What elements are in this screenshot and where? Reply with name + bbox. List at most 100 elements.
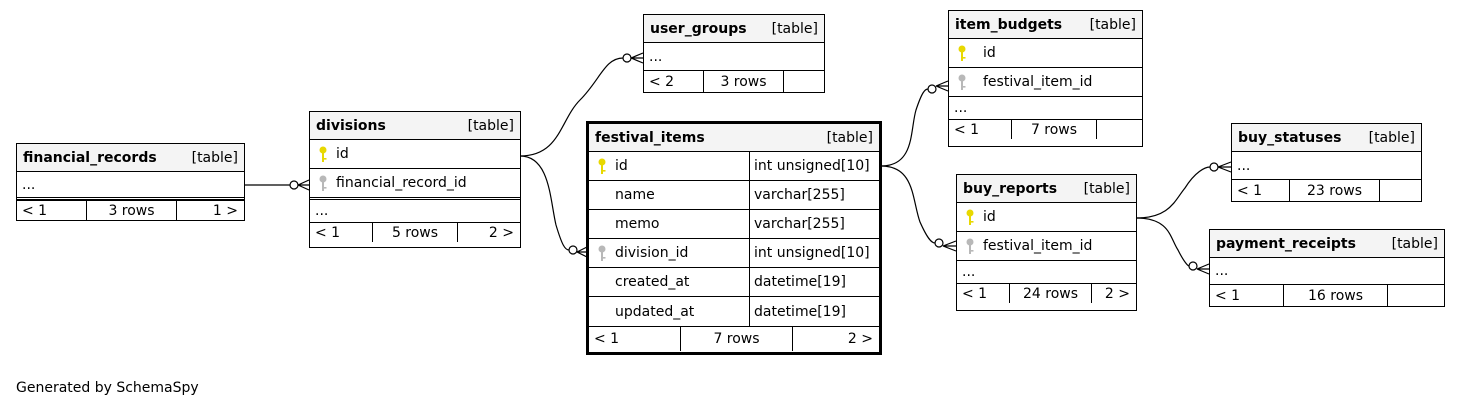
table-type-tag: [table]: [191, 149, 238, 166]
column-ellipsis: ...: [315, 203, 329, 219]
table-footer: < 1 7 rows 2 >: [589, 326, 879, 351]
link-end-crow: [1196, 263, 1210, 275]
link-end-crow: [297, 179, 310, 191]
table-buy-statuses[interactable]: buy_statuses [table] ... < 1 23 rows: [1231, 123, 1422, 202]
column-row: updated_at datetime[19]: [589, 297, 879, 326]
footer-children: [1097, 120, 1142, 139]
table-header: festival_items [table]: [589, 124, 879, 152]
link-buy-reports-payment-receipts: [1135, 217, 1190, 267]
table-name: financial_records: [23, 149, 157, 166]
table-footer: < 1 5 rows 2 >: [310, 222, 520, 242]
key-icon: [598, 245, 606, 261]
footer-children: [784, 71, 824, 92]
link-end-circle: [568, 245, 578, 255]
divider: [310, 198, 520, 200]
footer-children: 2 >: [1104, 285, 1130, 302]
key-icon: [966, 209, 974, 225]
column-name: festival_item_id: [983, 238, 1093, 254]
footer-row-count: 16 rows: [1284, 285, 1388, 306]
footer-row-count: 3 rows: [704, 71, 784, 92]
key-icon: [598, 158, 606, 174]
table-name: buy_statuses: [1238, 129, 1342, 146]
table-user-groups[interactable]: user_groups [table] ... < 2 3 rows: [643, 14, 825, 93]
table-header: divisions [table]: [310, 112, 520, 140]
column-name: updated_at: [615, 303, 695, 320]
column-ellipsis: ...: [1232, 152, 1421, 180]
footer-parents: < 1: [589, 327, 681, 351]
column-name: festival_item_id: [983, 74, 1093, 90]
table-festival-items[interactable]: festival_items [table] id int unsigned[1…: [586, 121, 882, 355]
footer-children: 2 >: [488, 224, 514, 241]
column-row: financial_record_id: [310, 169, 520, 198]
column-row: id: [949, 39, 1142, 68]
table-name: item_budgets: [955, 16, 1063, 33]
table-divisions[interactable]: divisions [table] id financial_record_id…: [309, 111, 521, 248]
table-header: buy_statuses [table]: [1232, 124, 1421, 152]
link-divisions-festival-items: [519, 155, 570, 251]
footer-parents: < 1: [1210, 285, 1284, 306]
column-type: varchar[255]: [749, 210, 879, 238]
table-footer: < 1 3 rows 1 >: [17, 200, 244, 220]
link-end-circle: [1188, 261, 1198, 271]
table-footer: < 1 7 rows: [949, 119, 1142, 139]
table-name: payment_receipts: [1216, 235, 1356, 252]
column-name: created_at: [615, 274, 690, 290]
table-header: user_groups [table]: [644, 15, 824, 43]
footer-children: [1388, 285, 1444, 306]
column-row: id int unsigned[10]: [589, 152, 879, 181]
column-ellipsis: ...: [954, 100, 968, 116]
table-type-tag: [table]: [771, 20, 818, 37]
footer-row-count: 3 rows: [87, 201, 177, 220]
column-name: financial_record_id: [336, 175, 467, 191]
table-type-tag: [table]: [1391, 235, 1438, 252]
footer-parents: < 1: [949, 120, 1012, 139]
table-header: payment_receipts [table]: [1210, 230, 1444, 258]
table-type-tag: [table]: [1089, 16, 1136, 33]
table-item-budgets[interactable]: item_budgets [table] id festival_item_id…: [948, 10, 1143, 147]
link-end-crow: [576, 246, 588, 258]
link-festival-items-item-budgets: [880, 88, 929, 167]
footer-parents: < 1: [310, 223, 373, 242]
footer-children: 2 >: [847, 331, 873, 347]
table-payment-receipts[interactable]: payment_receipts [table] ... < 1 16 rows: [1209, 229, 1445, 307]
footer-row-count: 23 rows: [1290, 180, 1380, 201]
key-icon: [958, 45, 966, 61]
column-name: division_id: [615, 245, 689, 261]
table-name: user_groups: [650, 20, 747, 37]
table-type-tag: [table]: [826, 129, 873, 146]
link-end-crow: [630, 52, 644, 64]
column-ellipsis: ...: [962, 264, 976, 280]
footer-children: [1380, 180, 1421, 201]
footer-parents: < 1: [1232, 180, 1290, 201]
table-header: financial_records [table]: [17, 144, 244, 172]
column-row: created_at datetime[19]: [589, 268, 879, 297]
column-ellipsis: ...: [644, 43, 824, 71]
link-end-circle: [1209, 162, 1219, 172]
key-icon: [958, 74, 966, 90]
divider: [17, 198, 244, 200]
column-row: memo varchar[255]: [589, 210, 879, 239]
column-ellipsis: ...: [17, 172, 244, 198]
generator-credit: Generated by SchemaSpy: [16, 380, 199, 396]
table-header: item_budgets [table]: [949, 11, 1142, 39]
column-name: id: [983, 45, 996, 61]
link-end-circle: [289, 180, 299, 190]
column-ellipsis: ...: [1210, 258, 1444, 285]
footer-parents: < 1: [957, 284, 1010, 303]
footer-parents: < 2: [644, 71, 704, 92]
link-end-crow: [1217, 161, 1232, 173]
column-name: id: [615, 158, 628, 174]
key-icon: [966, 238, 974, 254]
footer-parents: < 1: [17, 201, 87, 220]
column-type: varchar[255]: [749, 181, 879, 209]
footer-row-count: 7 rows: [681, 327, 793, 351]
column-type: datetime[19]: [749, 268, 879, 296]
table-buy-reports[interactable]: buy_reports [table] id festival_item_id …: [956, 174, 1137, 311]
table-financial-records[interactable]: financial_records [table] ... < 1 3 rows…: [16, 143, 245, 221]
column-row: name varchar[255]: [589, 181, 879, 210]
table-footer: < 1 16 rows: [1210, 285, 1444, 306]
link-divisions-user-groups: [519, 57, 624, 157]
table-type-tag: [table]: [1083, 180, 1130, 197]
key-icon: [319, 146, 327, 162]
